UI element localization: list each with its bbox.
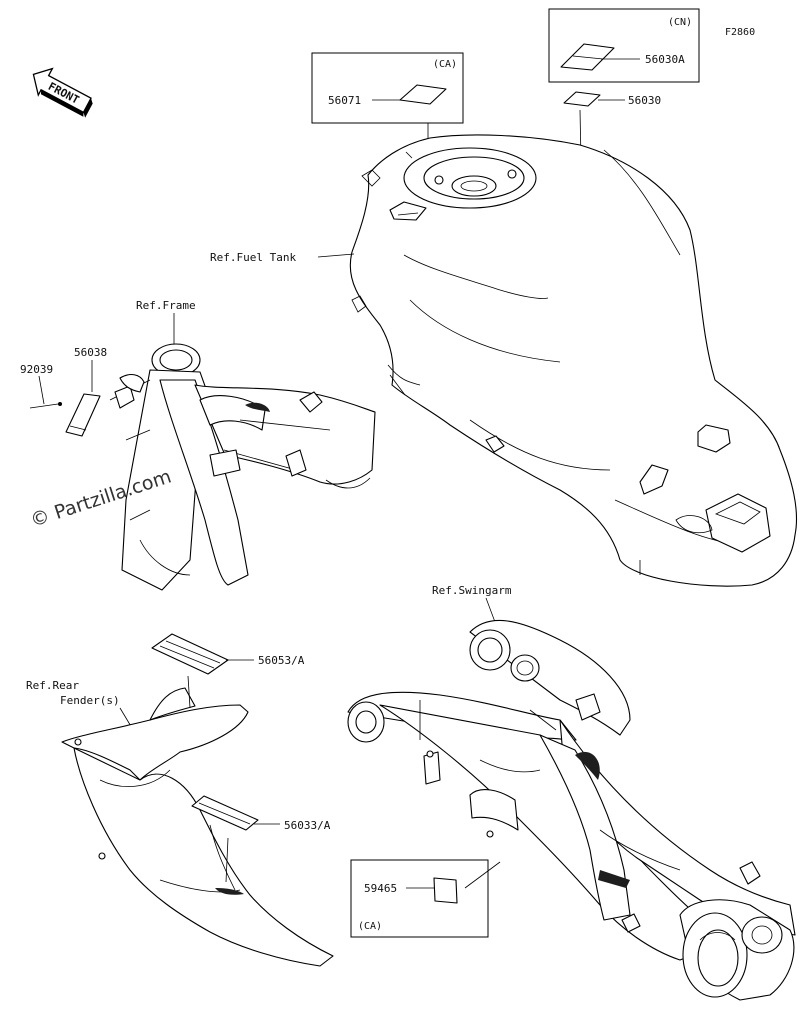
ref-fuel-tank: Ref.Fuel Tank (210, 251, 296, 264)
label-92039: 92039 (20, 363, 53, 376)
label-59465: 59465 (364, 882, 397, 895)
ref-rear-fender-line1: Ref.Rear (26, 679, 79, 692)
label-56030: 56030 (628, 94, 661, 107)
front-arrow-icon: FRONT (32, 67, 93, 118)
box-label-ca-bottom: (CA) (358, 921, 382, 932)
ref-swingarm: Ref.Swingarm (432, 584, 512, 597)
callout-box-cn-56030a: (CN) 56030A (548, 8, 700, 83)
fuel-tank-drawing: Ref.Fuel Tank (210, 134, 798, 587)
label-56033a: 56033/A (284, 819, 331, 832)
box-label-cn: (CN) (668, 17, 692, 28)
ref-rear-fender-line2: Fender(s) (60, 694, 120, 707)
swingarm-drawing: Ref.Swingarm (347, 584, 796, 1001)
figure-code: F2860 (725, 27, 755, 38)
label-56071: 56071 (328, 94, 361, 107)
label-group-56053a: 56053/A (151, 633, 305, 675)
label-56030a: 56030A (645, 53, 685, 66)
label-group-56033a: 56033/A (191, 795, 331, 832)
label-56038: 56038 (74, 346, 107, 359)
ref-frame: Ref.Frame (136, 299, 196, 312)
box-label-ca-top: (CA) (433, 59, 457, 70)
label-56053a: 56053/A (258, 654, 305, 667)
frame-drawing: Ref.Frame (109, 299, 376, 591)
label-group-92039-56038: 92039 56038 (20, 346, 107, 437)
rear-fender-drawing: Ref.Rear Fender(s) (26, 675, 334, 967)
callout-box-ca-59465: 59465 (CA) (350, 859, 501, 938)
